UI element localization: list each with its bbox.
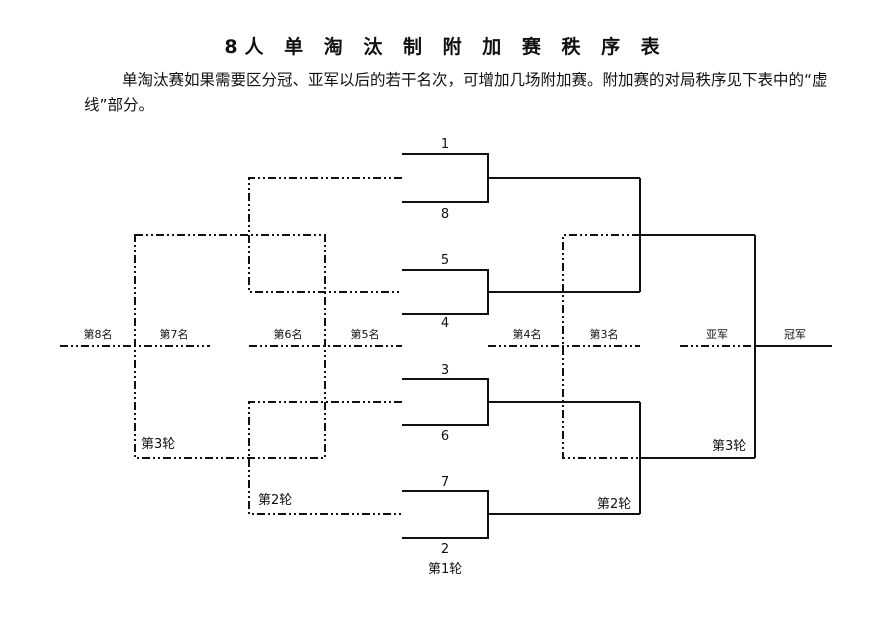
round-label: 第1轮 bbox=[428, 562, 462, 577]
placement-3rd: 第3名 bbox=[590, 327, 619, 341]
seed-label: 6 bbox=[441, 429, 449, 444]
seed-label: 1 bbox=[441, 137, 449, 152]
round-label: 第2轮 bbox=[597, 497, 631, 512]
round-label: 第3轮 bbox=[712, 439, 746, 454]
placement-champion: 冠军 bbox=[784, 328, 806, 341]
seed-label: 2 bbox=[441, 542, 449, 557]
seed-label: 5 bbox=[441, 253, 449, 268]
seed-label: 8 bbox=[441, 207, 449, 222]
placement-6th: 第6名 bbox=[274, 327, 303, 341]
placement-4th: 第4名 bbox=[513, 327, 542, 341]
placement-7th: 第7名 bbox=[160, 327, 189, 341]
seed-label: 4 bbox=[441, 316, 449, 331]
placement-5th: 第5名 bbox=[351, 327, 380, 341]
description: 单淘汰赛如果需要区分冠、亚军以后的若干名次，可增加几场附加赛。附加赛的对局秩序见… bbox=[84, 71, 828, 114]
placement-runner-up: 亚军 bbox=[706, 328, 728, 341]
consolation-brackets bbox=[60, 177, 755, 515]
round-label: 第2轮 bbox=[258, 493, 292, 508]
page-title: 8人 单 淘 汰 制 附 加 赛 秩 序 表 bbox=[224, 36, 667, 58]
seed-label: 7 bbox=[441, 475, 449, 490]
seed-label: 3 bbox=[441, 363, 449, 378]
placement-8th: 第8名 bbox=[84, 327, 113, 341]
round-label: 第3轮 bbox=[141, 437, 175, 452]
